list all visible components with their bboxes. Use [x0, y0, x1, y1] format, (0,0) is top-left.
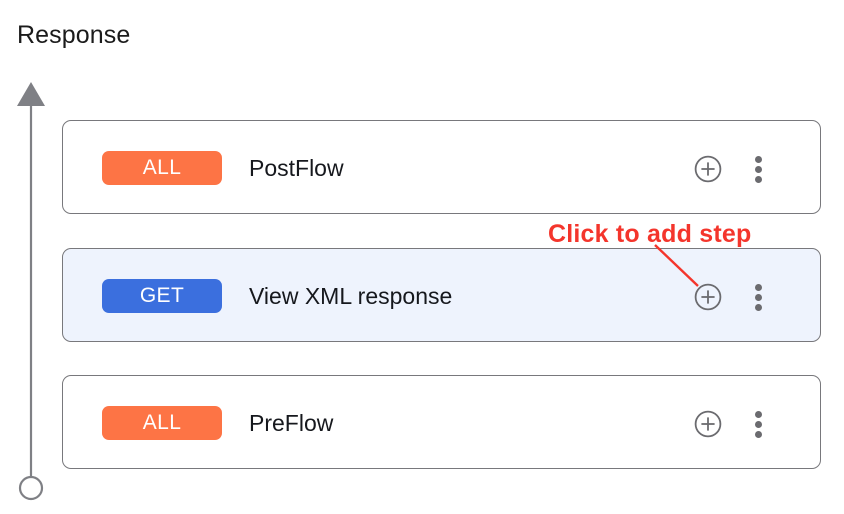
menu-dot	[755, 304, 762, 311]
menu-dot	[755, 176, 762, 183]
step-card-preflow[interactable]: ALL PreFlow	[62, 375, 821, 469]
more-vertical-icon[interactable]	[754, 283, 764, 311]
step-card-view-xml-response[interactable]: GET View XML response	[62, 248, 821, 342]
method-badge-all: ALL	[102, 406, 222, 440]
plus-circle-icon[interactable]	[694, 283, 722, 311]
step-card-postflow[interactable]: ALL PostFlow	[62, 120, 821, 214]
menu-dot	[755, 156, 762, 163]
method-badge-all: ALL	[102, 151, 222, 185]
menu-dot	[755, 421, 762, 428]
method-badge-get: GET	[102, 279, 222, 313]
menu-dot	[755, 431, 762, 438]
menu-dot	[755, 294, 762, 301]
step-list: ALL PostFlow GET View XML response	[62, 120, 824, 472]
step-name-label: PreFlow	[249, 410, 334, 436]
page-title: Response	[17, 21, 131, 49]
menu-dot	[755, 166, 762, 173]
menu-dot	[755, 284, 762, 291]
more-vertical-icon[interactable]	[754, 410, 764, 438]
step-name-label: PostFlow	[249, 155, 344, 181]
menu-dot	[755, 411, 762, 418]
annotation-label: Click to add step	[548, 220, 752, 248]
upward-flow-arrow-icon	[17, 82, 45, 501]
step-name-label: View XML response	[249, 283, 453, 309]
plus-circle-icon[interactable]	[694, 410, 722, 438]
more-vertical-icon[interactable]	[754, 155, 764, 183]
plus-circle-icon[interactable]	[694, 155, 722, 183]
